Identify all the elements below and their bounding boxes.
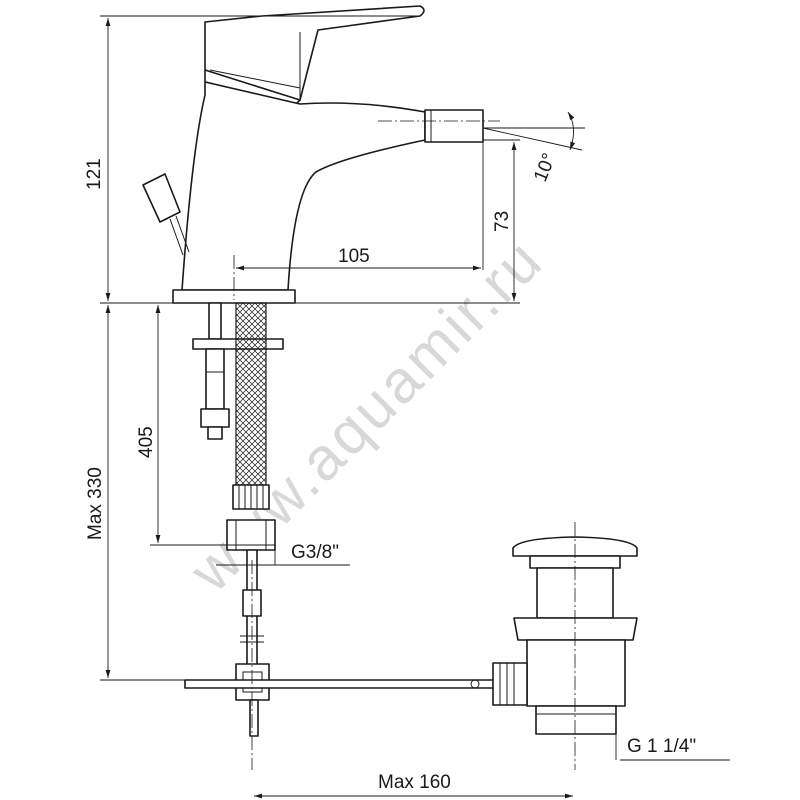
- dimension-max-160-label: Max 160: [378, 772, 451, 793]
- dimension-73-label: 73: [492, 211, 513, 232]
- thread-g38-label: G3/8": [291, 542, 339, 563]
- dimension-405-label: 405: [136, 426, 157, 458]
- center-lines: [233, 120, 576, 770]
- mixer-faucet: [142, 5, 484, 304]
- thread-g114-label: G 1 1/4": [627, 736, 696, 757]
- dimension-lines: [100, 15, 730, 799]
- dimension-angle-label: 10°: [530, 150, 560, 185]
- hoses-and-studs: [184, 302, 496, 737]
- pop-up-waste: [492, 536, 638, 735]
- dimension-121-label: 121: [84, 158, 105, 190]
- dimension-105-label: 105: [338, 246, 370, 267]
- dimension-max-330-label: Max 330: [85, 467, 106, 540]
